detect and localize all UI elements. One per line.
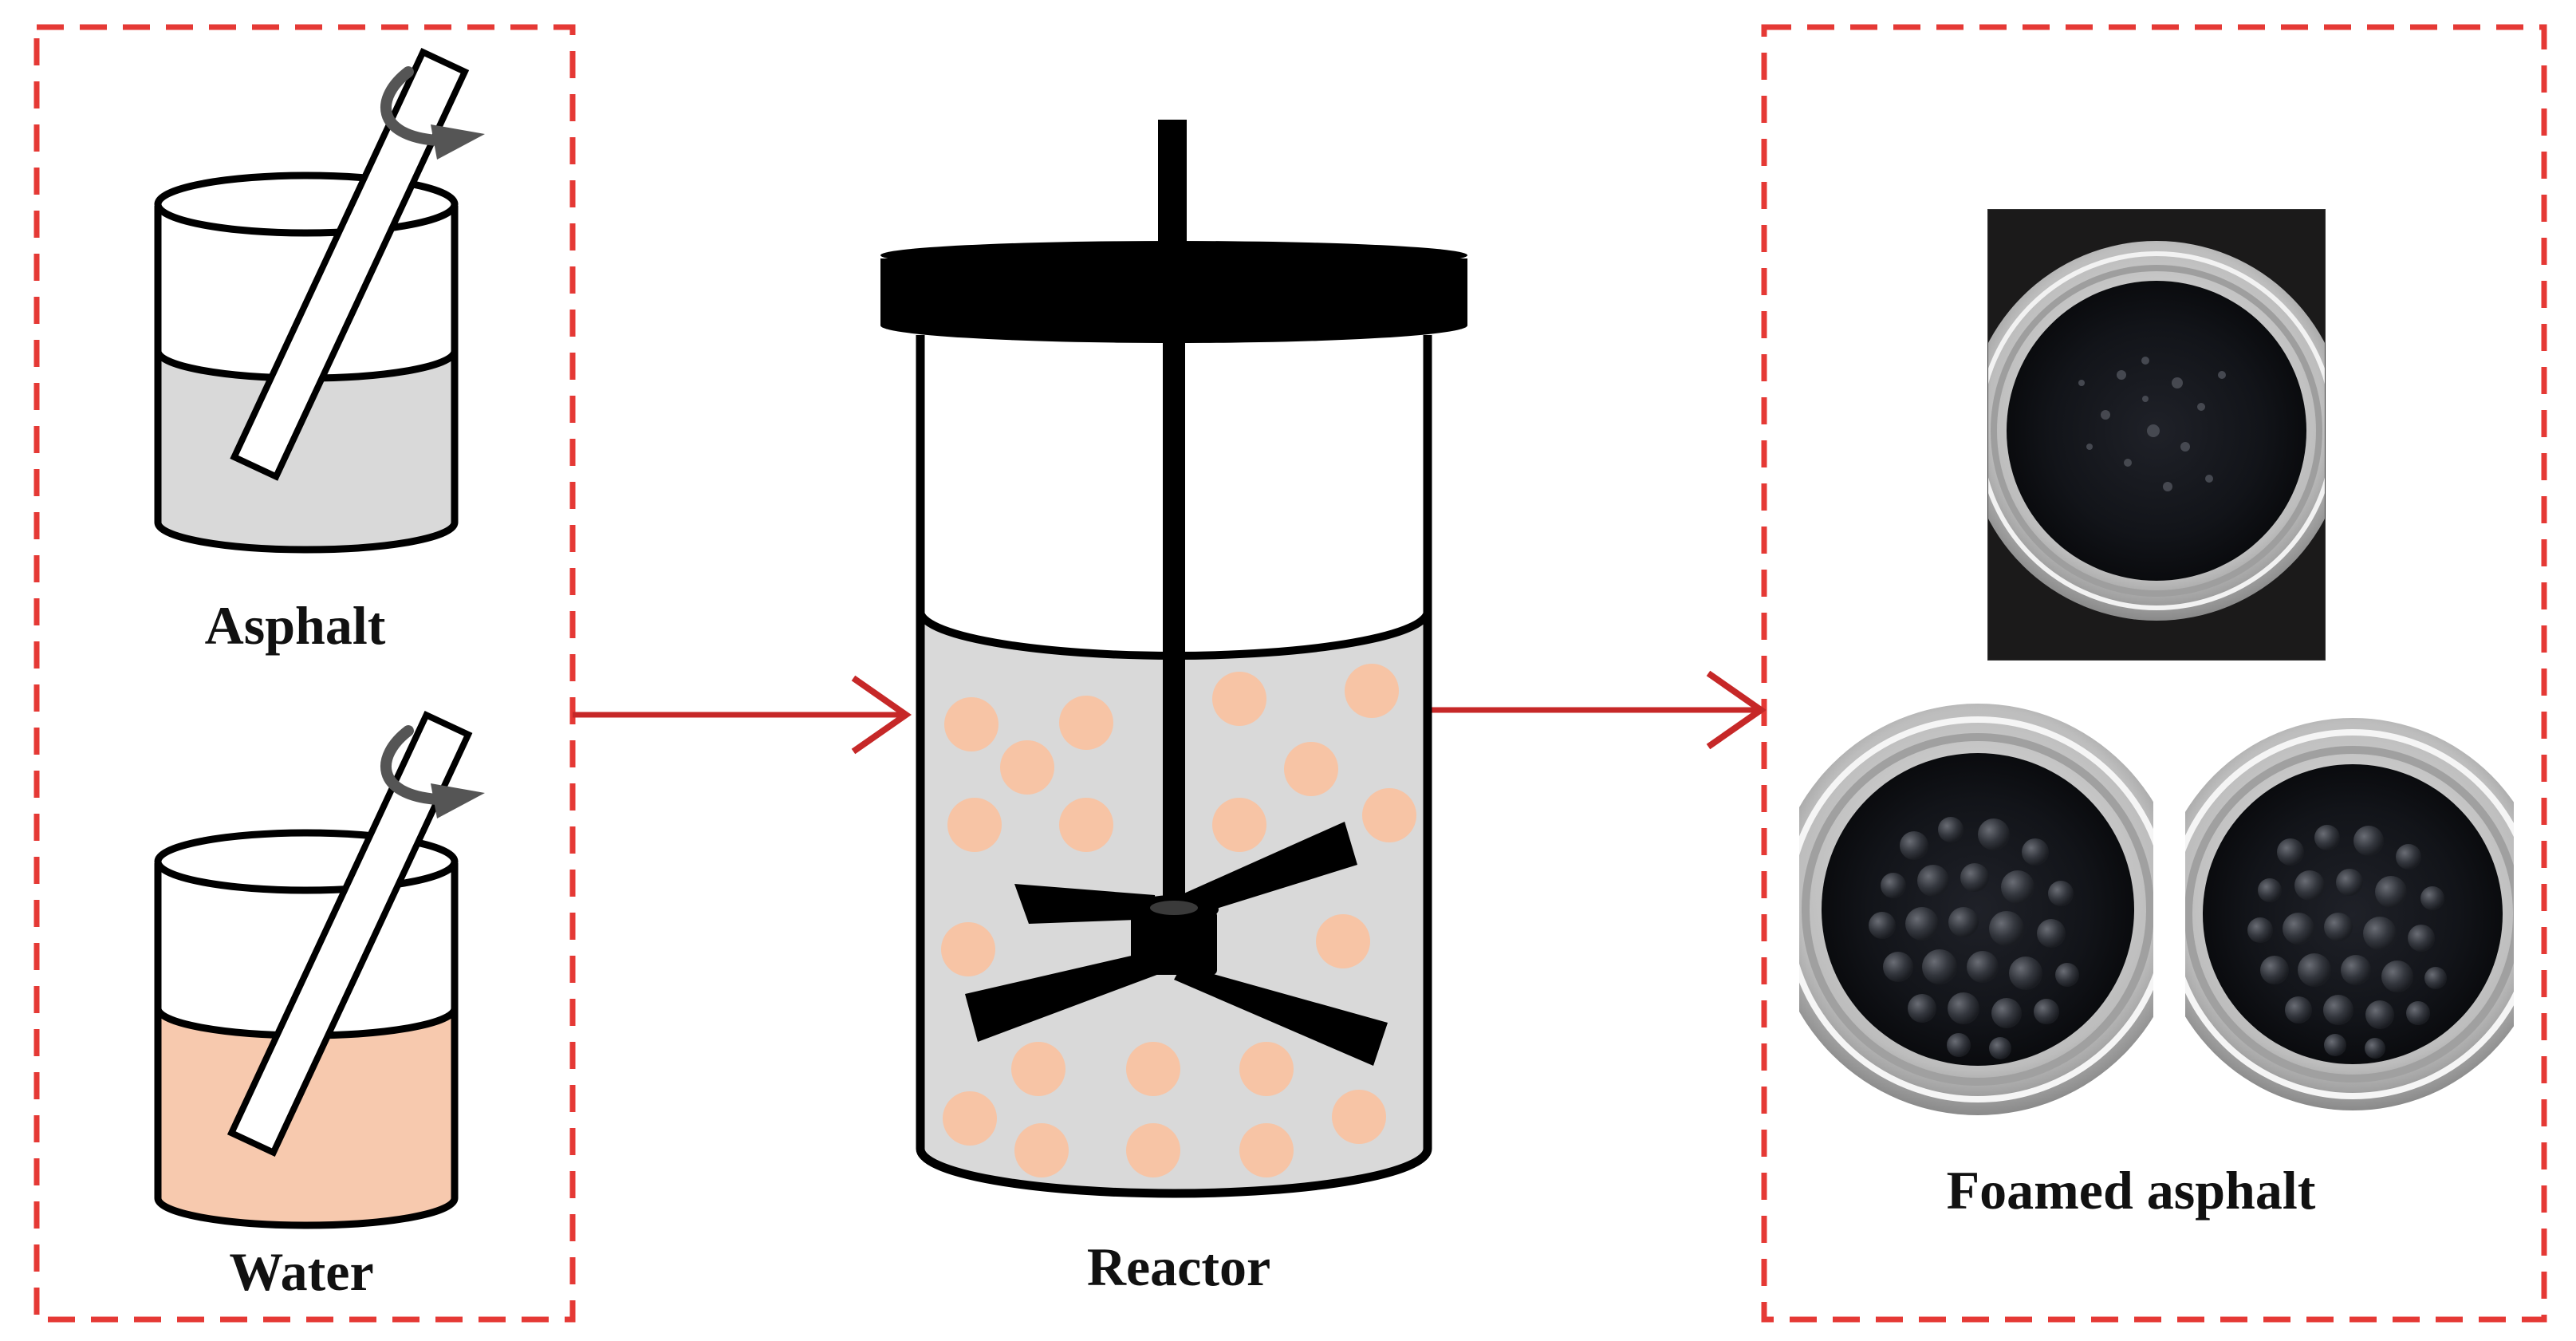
rotation-arrow-icon	[380, 725, 485, 818]
water-beaker	[154, 710, 485, 1229]
foamed-asphalt-photo-top	[1987, 209, 2326, 661]
right-arrow-icon	[1428, 670, 1767, 750]
droplets	[941, 664, 1416, 1177]
water-label: Water	[229, 1241, 374, 1302]
foamed-asphalt-photo-bottom-right	[2185, 696, 2514, 1130]
output-products-box	[1761, 24, 2547, 1323]
asphalt-stir-rod	[230, 48, 470, 481]
input-materials-box	[33, 24, 576, 1323]
right-arrow-icon	[573, 675, 912, 755]
reactor-body	[916, 335, 1432, 1198]
asphalt-beaker	[154, 48, 485, 554]
stirrer-shaft	[1158, 120, 1187, 909]
water-beaker-body	[154, 863, 459, 1229]
rotation-arrow-icon	[380, 66, 485, 160]
reactor-vessel	[880, 120, 1467, 1198]
water-liquid	[158, 1008, 455, 1225]
foamed-asphalt-photo-bottom-left	[1799, 686, 2153, 1130]
foamed-asphalt-label: Foamed asphalt	[1946, 1160, 2316, 1221]
reactor-label: Reactor	[1086, 1236, 1271, 1297]
impeller-blades	[965, 822, 1388, 1066]
asphalt-beaker-body	[154, 206, 459, 554]
asphalt-liquid	[158, 351, 455, 550]
water-stir-rod	[226, 710, 473, 1157]
asphalt-label: Asphalt	[204, 595, 386, 656]
